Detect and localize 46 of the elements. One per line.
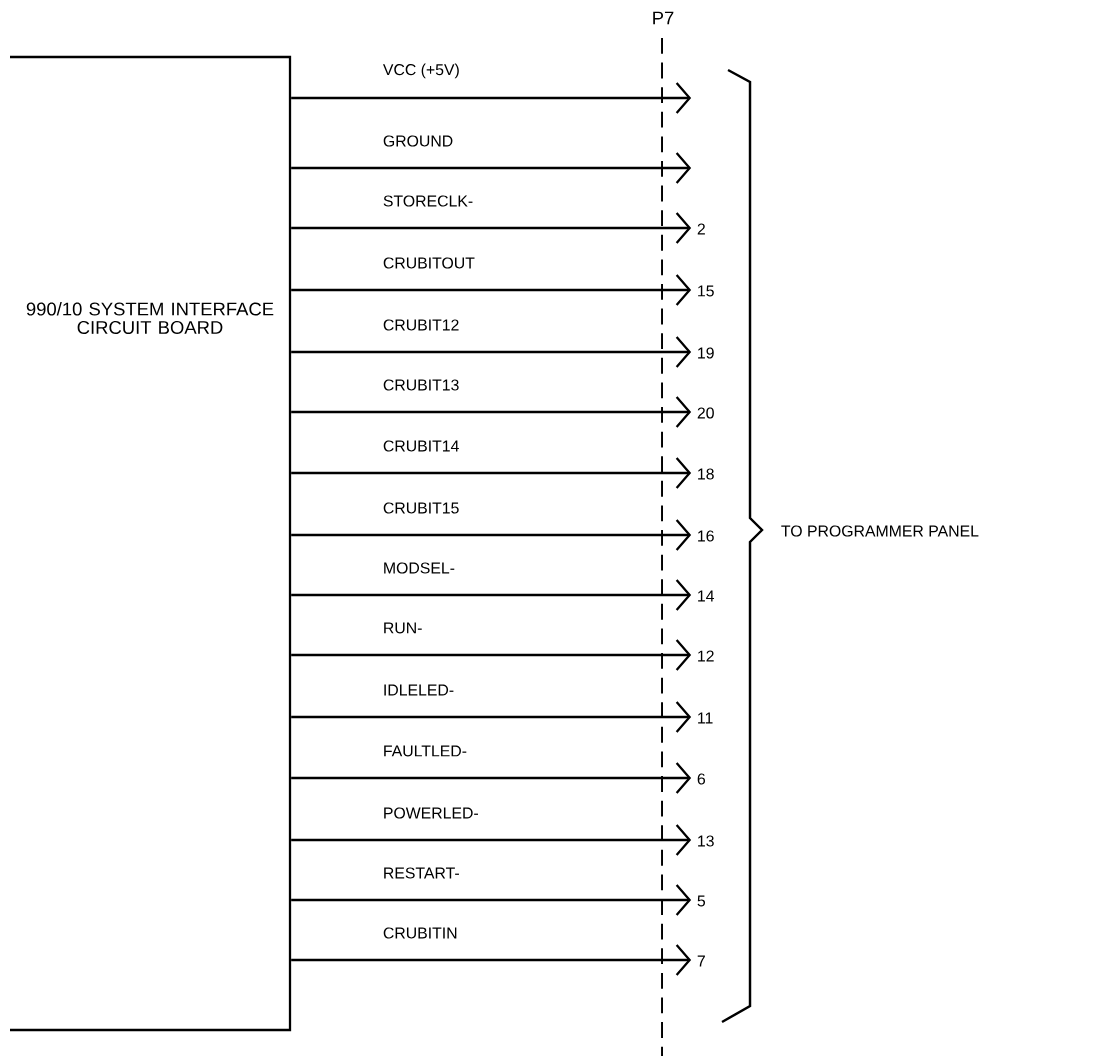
arrow bbox=[291, 884, 692, 916]
pin-number: 12 bbox=[698, 650, 714, 662]
pin-number: 5 bbox=[697, 895, 706, 907]
edge-label: VCC (+5V) bbox=[383, 63, 459, 79]
edge-label: CRUBIT12 bbox=[383, 319, 459, 331]
pin-number: 7 bbox=[697, 955, 705, 967]
edge-label: RUN- bbox=[384, 622, 422, 634]
arrow bbox=[291, 396, 692, 428]
circuit-board-box: 990/10 SYSTEM INTERFACE CIRCUIT BOARD bbox=[10, 55, 292, 1032]
connector-line: P7 bbox=[653, 11, 674, 1056]
edge-label: GROUND bbox=[383, 135, 453, 147]
pin-number: 14 bbox=[698, 590, 715, 602]
arrow bbox=[291, 457, 692, 489]
arrow bbox=[291, 336, 692, 368]
edge-label: CRUBIT13 bbox=[383, 379, 459, 391]
edge-label: FAULTLED- bbox=[384, 745, 467, 757]
arrow bbox=[291, 639, 692, 671]
arrow bbox=[291, 824, 692, 856]
edge-label: POWERLED- bbox=[384, 807, 478, 819]
arrow bbox=[291, 152, 692, 184]
arrow bbox=[291, 579, 692, 611]
pin-number: 15 bbox=[698, 285, 714, 297]
edge-label: CRUBIT14 bbox=[383, 440, 459, 452]
arrow bbox=[291, 762, 692, 794]
arrow bbox=[291, 944, 692, 976]
edge-label: CRUBIT15 bbox=[383, 502, 459, 514]
arrow bbox=[291, 519, 692, 551]
pin-number: 16 bbox=[698, 530, 714, 542]
edge-label: CRUBITIN bbox=[383, 927, 457, 939]
edge-label: IDLELED- bbox=[384, 684, 454, 696]
edge-label: MODSEL- bbox=[384, 562, 455, 574]
arrow bbox=[291, 212, 692, 244]
pin-number: 13 bbox=[698, 835, 714, 847]
edge-label: STORECLK- bbox=[383, 195, 473, 207]
arrow bbox=[291, 701, 692, 733]
pin-number: 19 bbox=[698, 347, 714, 359]
edge-label: CRUBITOUT bbox=[383, 257, 475, 269]
pin-number: 6 bbox=[697, 773, 705, 785]
pin-number: 18 bbox=[698, 468, 714, 480]
note: TO PROGRAMMER PANEL bbox=[781, 525, 979, 537]
arrow bbox=[291, 274, 692, 306]
pin-number: 2 bbox=[697, 223, 705, 235]
arrow bbox=[291, 82, 692, 114]
edge-label: RESTART- bbox=[384, 867, 459, 879]
pin-number: 11 bbox=[698, 712, 713, 724]
pin-number: 20 bbox=[697, 407, 714, 419]
